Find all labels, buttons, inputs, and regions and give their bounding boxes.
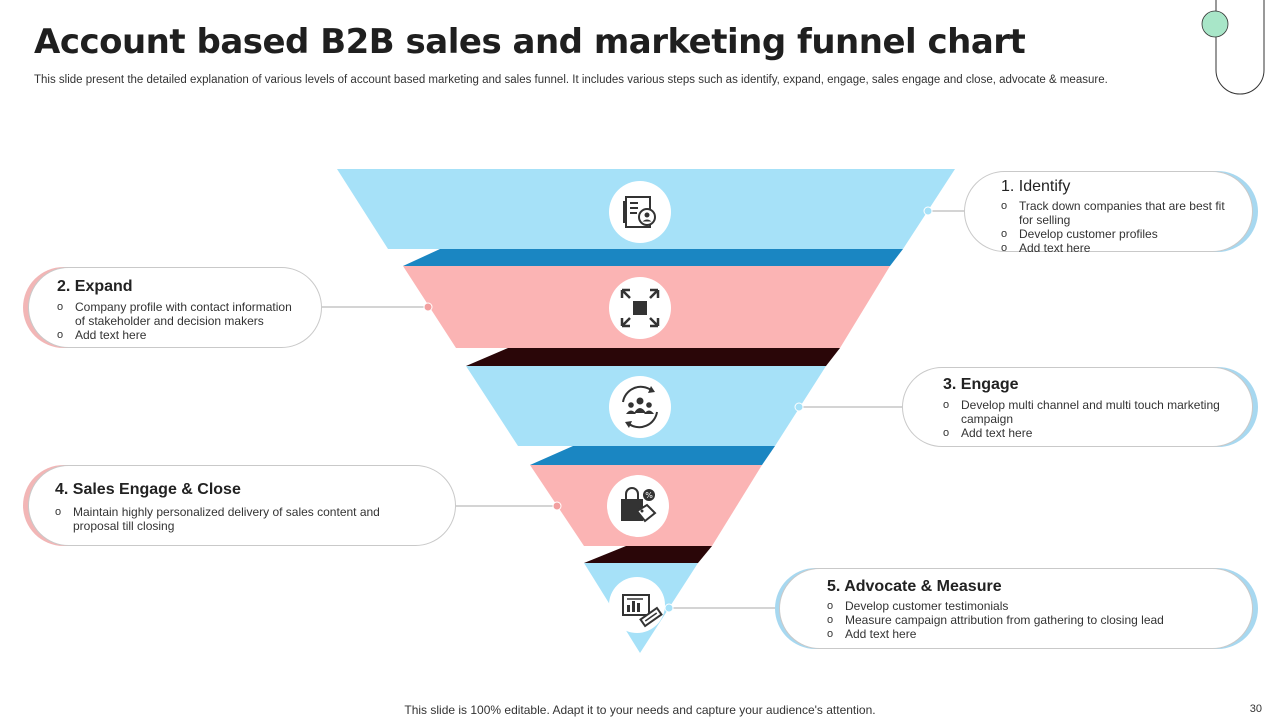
connector-dot-1: [923, 206, 933, 216]
step-card-advocate-measure: 5. Advocate & Measure Develop customer t…: [779, 568, 1253, 649]
step-bullets: Maintain highly personalized delivery of…: [55, 505, 385, 533]
step-card-identify: 1. Identify Track down companies that ar…: [964, 171, 1253, 255]
step-bullets: Company profile with contact information…: [57, 300, 297, 342]
step-bullets: Develop multi channel and multi touch ma…: [943, 398, 1228, 440]
step-card-expand: 2. Expand Company profile with contact i…: [28, 267, 322, 348]
slide-footer: This slide is 100% editable. Adapt it to…: [404, 703, 876, 717]
team-cycle-icon: [609, 376, 671, 438]
step-bullet: Maintain highly personalized delivery of…: [55, 505, 385, 533]
connector-dot-5: [664, 603, 674, 613]
step-bullets: Track down companies that are best fit f…: [1001, 199, 1228, 255]
connector-dot-3: [794, 402, 804, 412]
page-number: 30: [1249, 703, 1262, 715]
step-title: 5. Advocate & Measure: [827, 578, 1002, 595]
slide-title: Account based B2B sales and marketing fu…: [34, 22, 1026, 62]
step-bullet: Track down companies that are best fit f…: [1001, 199, 1228, 227]
step-card-engage: 3. Engage Develop multi channel and mult…: [902, 367, 1253, 447]
step-bullet: Add text here: [943, 426, 1228, 440]
chart-document-icon: [609, 577, 665, 633]
step-bullet: Company profile with contact information…: [57, 300, 297, 328]
profile-document-icon: [609, 181, 671, 243]
funnel-band-3: [530, 446, 775, 465]
expand-arrows-icon: [609, 277, 671, 339]
step-title: 3. Engage: [943, 376, 1019, 393]
connector-dot-2: [423, 302, 433, 312]
step-bullets: Develop customer testimonials Measure ca…: [827, 599, 1228, 641]
shopping-bag-tag-icon: %: [607, 475, 669, 537]
slide-subtitle: This slide present the detailed explanat…: [34, 74, 1108, 86]
step-bullet: Add text here: [57, 328, 297, 342]
step-bullet: Add text here: [827, 627, 1228, 641]
funnel-band-2: [466, 348, 840, 366]
connector-dot-4: [552, 501, 562, 511]
step-bullet: Develop customer testimonials: [827, 599, 1228, 613]
step-bullet: Add text here: [1001, 241, 1228, 255]
step-bullet: Develop customer profiles: [1001, 227, 1228, 241]
funnel-band-1: [403, 249, 903, 266]
step-bullet: Develop multi channel and multi touch ma…: [943, 398, 1228, 426]
step-title: 1. Identify: [1001, 178, 1071, 195]
step-bullet: Measure campaign attribution from gather…: [827, 613, 1228, 627]
svg-text:%: %: [645, 491, 653, 500]
step-title: 4. Sales Engage & Close: [55, 481, 241, 498]
funnel-band-4: [584, 546, 712, 563]
step-card-sales-engage-close: 4. Sales Engage & Close Maintain highly …: [28, 465, 456, 546]
step-title: 2. Expand: [57, 278, 133, 295]
